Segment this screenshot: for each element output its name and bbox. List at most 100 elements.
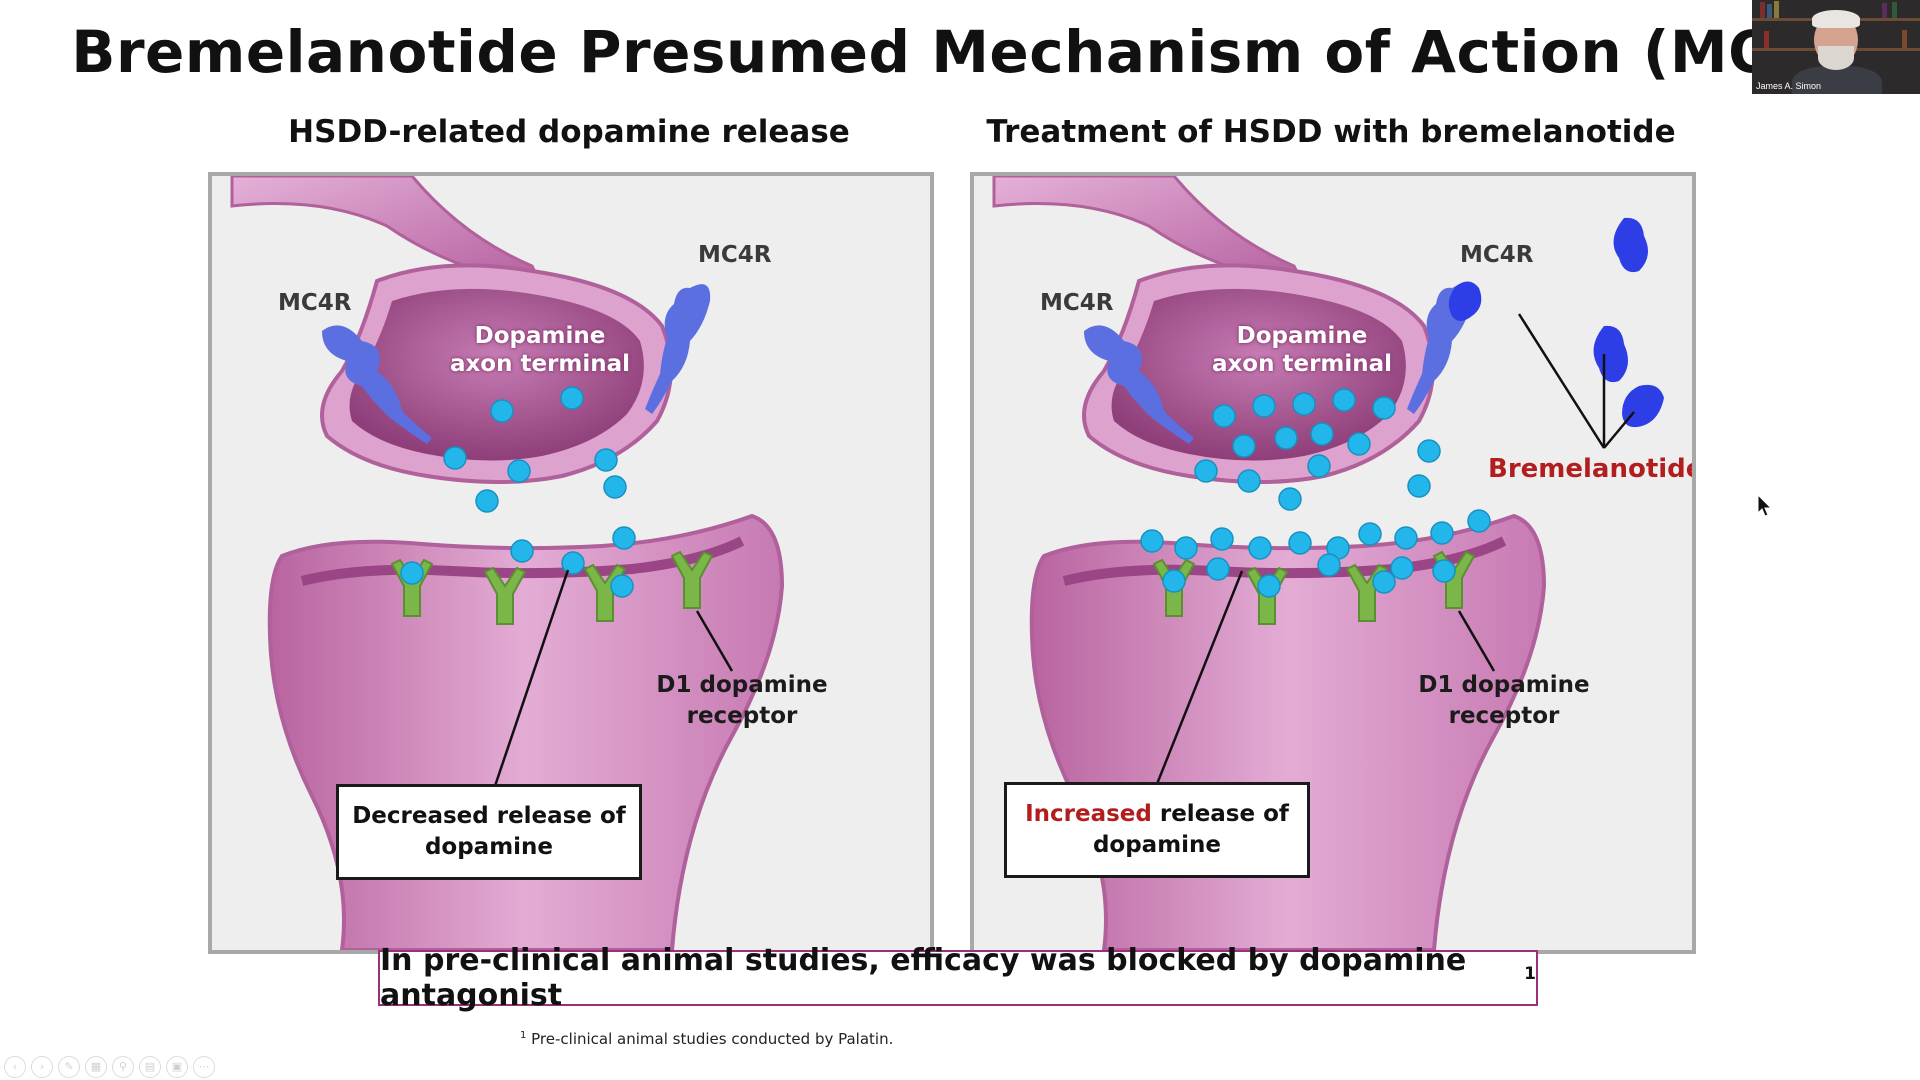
dopamine <box>1407 474 1431 498</box>
mouse-cursor-icon <box>1757 494 1773 517</box>
dopamine <box>1278 487 1302 511</box>
synapse-illustration-left <box>230 176 785 950</box>
d1-label-line1: D1 dopamine <box>656 672 828 698</box>
dopamine <box>1332 388 1356 412</box>
dopamine <box>1372 570 1396 594</box>
right-panel-diagram: MC4R MC4R Dopamine axon terminal Bremela… <box>970 172 1696 954</box>
increased-release-callout: Increased release of dopamine <box>1004 782 1310 878</box>
pen-icon[interactable]: ✎ <box>58 1056 80 1078</box>
dopamine <box>1237 469 1261 493</box>
axon-label-line2: axon terminal <box>1211 351 1393 377</box>
d1-label-line2: receptor <box>1448 703 1560 729</box>
dopamine <box>612 526 636 550</box>
participant-beard <box>1818 46 1854 70</box>
mc4r-label-right: MC4R <box>698 242 772 268</box>
postsynaptic-neuron <box>1029 513 1547 950</box>
d1-label-line2: receptor <box>686 703 798 729</box>
participant-body <box>1792 66 1882 94</box>
dopamine <box>1310 422 1334 446</box>
callout-line1-rest: release of <box>1151 801 1289 827</box>
subtitles-icon[interactable]: ▤ <box>139 1056 161 1078</box>
bremelanotide-free <box>1593 325 1628 383</box>
increased-highlight: Increased <box>1025 801 1152 827</box>
mc4r-receptor-right <box>645 284 711 414</box>
bremelanotide-free <box>1613 217 1648 273</box>
bremelanotide-free <box>1622 384 1664 428</box>
more-options-icon[interactable]: ⋯ <box>193 1056 215 1078</box>
callout-line2: dopamine <box>424 834 554 860</box>
zoom-icon[interactable]: ⚲ <box>112 1056 134 1078</box>
dopamine <box>1292 392 1316 416</box>
participant-video-thumbnail[interactable]: James A. Simon <box>1752 0 1920 94</box>
slide-title: Bremelanotide Presumed Mechanism of Acti… <box>71 18 1849 86</box>
dopamine <box>560 386 584 410</box>
dopamine <box>1317 553 1341 577</box>
d1-pointer-line <box>1457 610 1496 672</box>
dopamine <box>1210 527 1234 551</box>
postsynaptic-neuron <box>267 513 785 950</box>
mc4r-label-right: MC4R <box>1460 242 1534 268</box>
dopamine <box>1174 536 1198 560</box>
d1-pointer-line <box>695 610 734 672</box>
dopamine <box>1232 434 1256 458</box>
axon-label-line1: Dopamine <box>474 323 606 349</box>
footnote-marker: 1 <box>520 1030 527 1041</box>
mc4r-receptor-left <box>1084 325 1194 444</box>
right-panel-heading: Treatment of HSDD with bremelanotide <box>986 114 1676 150</box>
dopamine <box>1206 557 1230 581</box>
d1-receptor-label: D1 dopamine receptor <box>642 670 842 732</box>
terminal-interior <box>1111 288 1406 461</box>
bremelanotide-label: Bremelanotide <box>1488 454 1696 484</box>
dopamine <box>443 446 467 470</box>
dopamine <box>1162 569 1186 593</box>
axon-terminal-label: Dopamine axon terminal <box>1192 322 1412 378</box>
bremelanotide-pointer <box>1603 411 1635 449</box>
dopamine <box>1288 531 1312 555</box>
d1-label-line1: D1 dopamine <box>1418 672 1590 698</box>
callout-line2: dopamine <box>1092 832 1222 858</box>
d1-receptor <box>483 566 527 625</box>
participant-hair <box>1812 10 1860 28</box>
bottom-statement: In pre-clinical animal studies, efficacy… <box>380 943 1467 1013</box>
dopamine <box>1432 559 1456 583</box>
dopamine <box>510 539 534 563</box>
camera-icon[interactable]: ▣ <box>166 1056 188 1078</box>
presentation-toolbar[interactable]: ‹ › ✎ ▦ ⚲ ▤ ▣ ⋯ <box>4 1056 215 1078</box>
slides-grid-icon[interactable]: ▦ <box>85 1056 107 1078</box>
left-panel-heading: HSDD-related dopamine release <box>288 114 850 150</box>
dopamine <box>507 459 531 483</box>
d1-receptor-label: D1 dopamine receptor <box>1404 670 1604 732</box>
next-slide-icon[interactable]: › <box>31 1056 53 1078</box>
axon-label-line1: Dopamine <box>1236 323 1368 349</box>
callout-line1: Increased release of <box>1007 799 1307 830</box>
bottom-superscript: 1 <box>1524 964 1536 984</box>
dopamine <box>1212 404 1236 428</box>
bremelanotide-pointer <box>1517 313 1606 449</box>
axon-terminal-label: Dopamine axon terminal <box>430 322 650 378</box>
bremelanotide-bound <box>1448 281 1482 321</box>
dopamine <box>1390 556 1414 580</box>
left-panel-diagram: MC4R MC4R Dopamine axon terminal D1 dopa… <box>208 172 934 954</box>
bottom-statement-box: In pre-clinical animal studies, efficacy… <box>378 943 1538 1013</box>
dopamine <box>1307 454 1331 478</box>
dopamine <box>1430 521 1454 545</box>
d1-receptor <box>670 550 714 609</box>
axon-label-line2: axon terminal <box>449 351 631 377</box>
dopamine <box>561 551 585 575</box>
dopamine <box>1358 522 1382 546</box>
mc4r-label-left: MC4R <box>278 290 352 316</box>
callout-line <box>1155 570 1244 785</box>
dopamine <box>1417 439 1441 463</box>
prev-slide-icon[interactable]: ‹ <box>4 1056 26 1078</box>
dopamine <box>1372 396 1396 420</box>
callout-line1: Decreased release of <box>352 803 626 829</box>
dopamine <box>1252 394 1276 418</box>
participant-name: James A. Simon <box>1756 81 1822 91</box>
footnote: 1 Pre-clinical animal studies conducted … <box>520 1030 893 1048</box>
mc4r-label-left: MC4R <box>1040 290 1114 316</box>
dopamine <box>1140 529 1164 553</box>
dopamine <box>1274 426 1298 450</box>
dopamine-molecules <box>1140 388 1491 598</box>
dopamine <box>594 448 618 472</box>
dopamine <box>610 574 634 598</box>
